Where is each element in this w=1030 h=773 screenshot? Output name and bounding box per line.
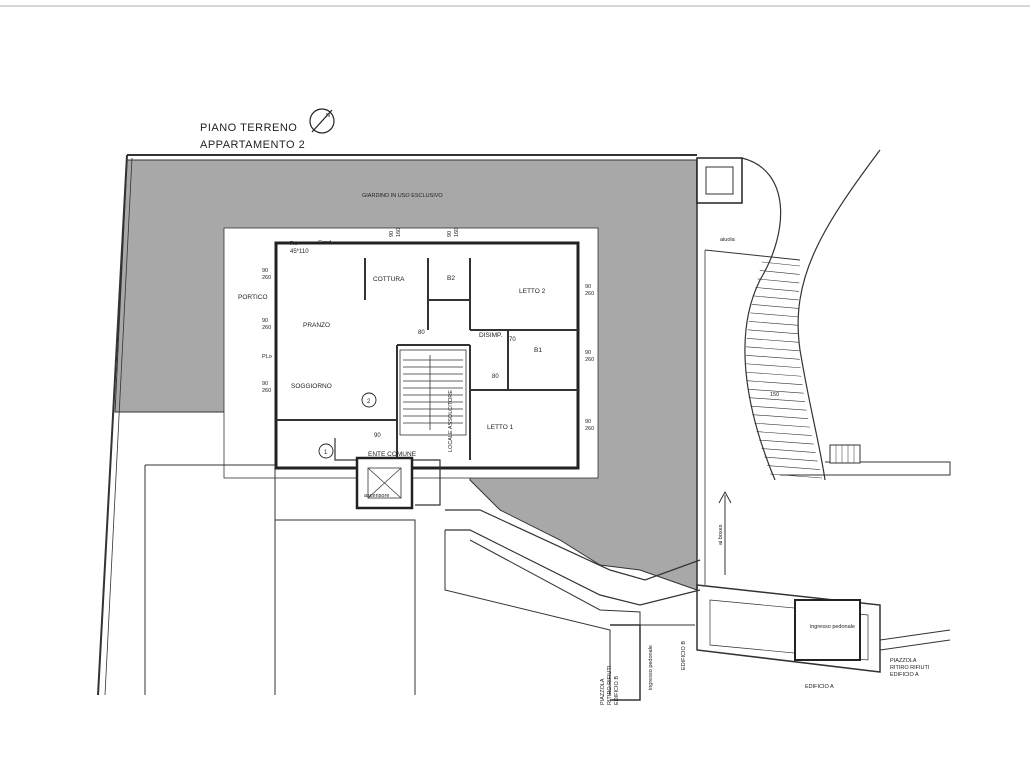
marker-2: 2 <box>367 399 371 405</box>
room-b2: B2 <box>447 275 455 282</box>
room-disimp: DISIMP. <box>479 332 503 339</box>
access-path <box>445 509 701 606</box>
dim-pc: P.c <box>290 241 297 247</box>
title-line2: APPARTAMENTO 2 <box>200 139 305 151</box>
gatehouse <box>794 599 861 661</box>
room-pranzo: PRANZO <box>303 322 330 329</box>
dim-90: 90 <box>374 433 381 439</box>
north-arrow-icon <box>309 108 335 134</box>
grate <box>829 444 861 464</box>
label-ai-boxes: ai boxes <box>718 524 724 545</box>
dim-top-window-0: 90160 <box>389 228 402 237</box>
room-cottura: COTTURA <box>373 276 405 283</box>
label-piazzola-b: PIAZZOLARITIRO RIFIUTIEDIFICIO B <box>600 665 620 705</box>
curved-ramp <box>741 149 881 481</box>
room-b1: B1 <box>534 347 542 354</box>
dim-80-b: 80 <box>492 374 499 380</box>
stairwell <box>399 349 467 436</box>
apartment-walls <box>274 241 580 470</box>
room-ascensore: ascensore <box>364 493 389 499</box>
room-ente-comune: ENTE COMUNE <box>368 451 417 458</box>
garden-label: GIARDINO IN USO ESCLUSIVO <box>362 193 443 199</box>
dim-top-window-1: 90160 <box>447 228 460 237</box>
room-locale: LOCALE ASSOLCITORE <box>448 390 454 452</box>
dim-80-a: 80 <box>418 330 425 336</box>
label-ingresso-pedonale: ingresso pedonale <box>810 624 855 630</box>
dim-step: 150 <box>770 392 779 398</box>
adjacent-lot <box>144 464 416 695</box>
room-aiuola: aiuola <box>720 237 736 243</box>
pillar <box>696 157 743 204</box>
north-label: N <box>326 113 330 119</box>
label-edificio-b: EDIFICIO B <box>681 641 687 670</box>
interior-walls <box>276 258 578 460</box>
dim-70: 70 <box>509 337 516 343</box>
title-line1: PIANO TERRENO <box>200 122 297 134</box>
dim-cond: Cond <box>318 240 331 246</box>
dim-plo: PLo <box>262 354 272 360</box>
label-ingresso-pedonale-rot: ingresso pedonale <box>648 645 654 690</box>
marker-1: 1 <box>324 450 328 456</box>
terrace-area <box>223 227 599 479</box>
room-portico: PORTICO <box>238 294 268 301</box>
label-edificio-a: EDIFICIO A <box>805 684 834 690</box>
ente-comune-area <box>334 438 441 506</box>
room-letto1: LETTO 1 <box>487 424 514 431</box>
room-soggiorno: SOGGIORNO <box>291 383 332 390</box>
boundary-wall <box>97 154 697 696</box>
courtyard <box>696 584 881 673</box>
room-letto2: LETTO 2 <box>519 288 546 295</box>
dim-window: 45*110 <box>290 249 309 255</box>
